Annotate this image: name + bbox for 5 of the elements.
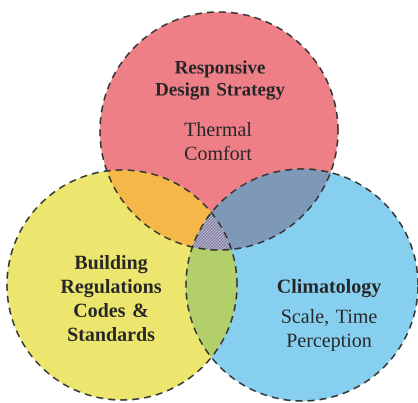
circle-heading: Building Regulations Codes & Standards [60, 254, 162, 342]
circle-heading: Climatology [278, 278, 382, 298]
circle-heading: Responsive Design Strategy [155, 60, 285, 100]
circle-text: Thermal Comfort [184, 122, 252, 160]
circle-text: Scale, Time Perception [282, 308, 377, 352]
